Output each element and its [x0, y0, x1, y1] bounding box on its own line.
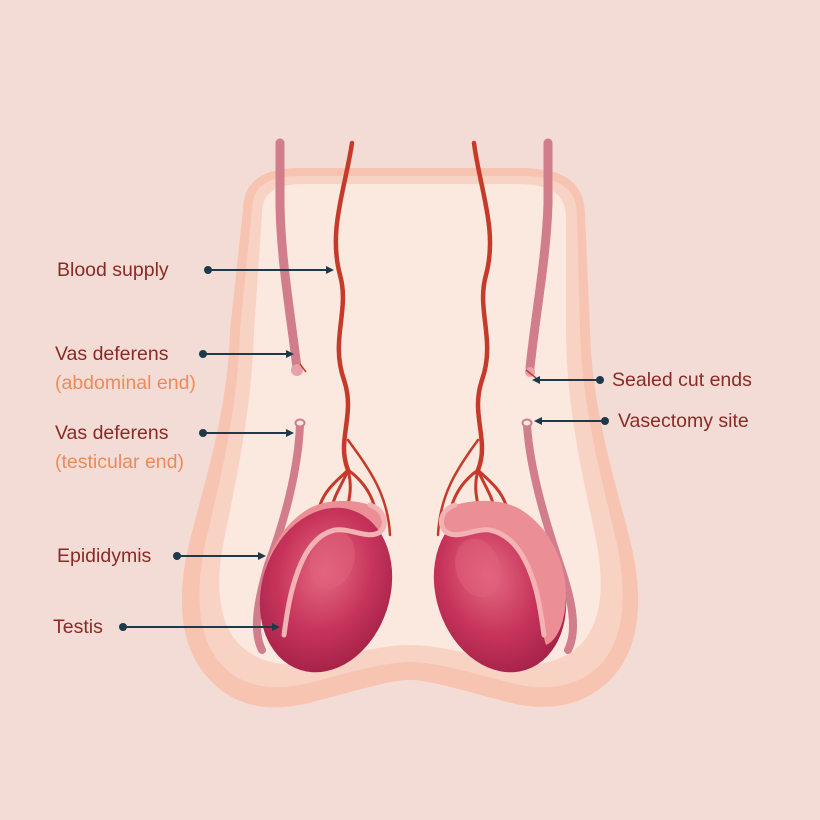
label-vas-deferens-testicular-sub: (testicular end): [55, 451, 184, 473]
left-vas-deferens-abdominal-end: [275, 138, 302, 373]
right-testis-highlight: [455, 538, 501, 598]
label-vas-deferens-abdominal-sub: (abdominal end): [55, 372, 196, 394]
leader-vas-deferens-testicular: [199, 429, 294, 437]
left-testis-highlight: [309, 530, 355, 590]
right-epididymis-rim: [438, 502, 547, 638]
left-blood-vessels: [318, 140, 392, 537]
leader-epididymis: [173, 552, 266, 560]
right-cut-mark: [525, 369, 537, 379]
label-vas-deferens-testicular: Vas deferens: [55, 422, 169, 444]
label-epididymis: Epididymis: [57, 545, 152, 567]
leader-testis: [119, 623, 280, 631]
label-vas-deferens-abdominal: Vas deferens: [55, 343, 169, 365]
label-testis: Testis: [53, 616, 103, 638]
leader-lines: [119, 266, 609, 631]
label-vasectomy-site: Vasectomy site: [618, 410, 749, 432]
leader-vas-deferens-abdominal: [199, 350, 294, 358]
left-testis-group: [259, 500, 393, 673]
leader-blood-supply: [204, 266, 334, 274]
label-blood-supply: Blood supply: [57, 259, 169, 281]
right-vas-deferens-abdominal-end: [525, 138, 553, 373]
left-epididymis-rim: [281, 502, 387, 638]
left-vas-deferens-opening: [294, 418, 306, 428]
right-epididymis: [441, 500, 566, 645]
label-sealed-cut-ends: Sealed cut ends: [612, 369, 752, 391]
left-cut-mark: [299, 363, 307, 373]
leader-sealed-cut-ends: [532, 376, 604, 384]
right-vas-deferens-opening: [521, 418, 533, 428]
leader-vasectomy-site: [534, 417, 609, 425]
left-testis: [259, 507, 393, 673]
left-sealed-cut-end: [291, 364, 303, 376]
right-testis-group: [433, 500, 567, 673]
